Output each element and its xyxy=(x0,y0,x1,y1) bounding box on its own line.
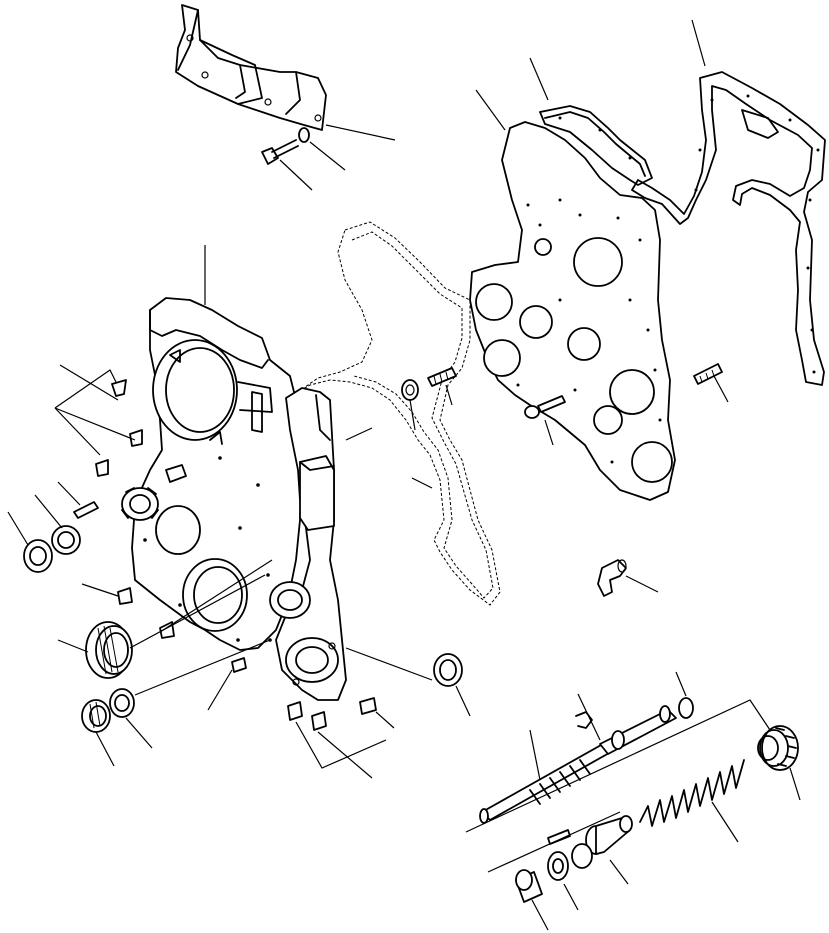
splined-shaft xyxy=(479,705,677,824)
shaft-seal-left-2 xyxy=(51,525,81,555)
elbow-fitting xyxy=(597,559,627,597)
cup-plug-1 xyxy=(95,379,143,477)
dowel-pin xyxy=(73,501,99,519)
sleeve xyxy=(515,869,543,903)
plugs-lower-left xyxy=(117,587,377,731)
dashed-gasket-outline xyxy=(297,221,501,606)
callout-lines-mid-right xyxy=(345,375,729,593)
plunger xyxy=(571,815,633,869)
bracket-bolt xyxy=(261,127,310,165)
front-housing xyxy=(131,297,303,651)
stud-bolt xyxy=(427,367,457,387)
callout-lines-lower-right xyxy=(465,671,801,931)
callout-lines-left xyxy=(7,245,471,779)
support-arm xyxy=(269,387,347,701)
mounting-bracket xyxy=(175,4,327,131)
bearing-large xyxy=(85,621,133,679)
key-pin xyxy=(547,829,571,845)
right-stud xyxy=(693,363,723,385)
timing-cover-gasket xyxy=(631,71,826,386)
callout-lines-top-right xyxy=(475,19,706,131)
shaft-snap-ring xyxy=(575,711,593,729)
front-cover-gasket xyxy=(539,105,653,186)
seal-small xyxy=(109,688,135,718)
flange-bolt xyxy=(524,395,566,419)
nut xyxy=(401,379,419,401)
callout-lines-top-left xyxy=(279,124,396,191)
shaft-seal-left-1 xyxy=(23,539,53,573)
front-cover-plate xyxy=(469,121,676,501)
bushing-right xyxy=(433,653,463,687)
bearing-small xyxy=(81,699,111,733)
small-gear xyxy=(121,487,159,521)
shaft-o-ring xyxy=(678,697,694,719)
compression-spring xyxy=(639,759,745,827)
washer xyxy=(547,851,569,881)
drive-coupling xyxy=(757,725,799,771)
